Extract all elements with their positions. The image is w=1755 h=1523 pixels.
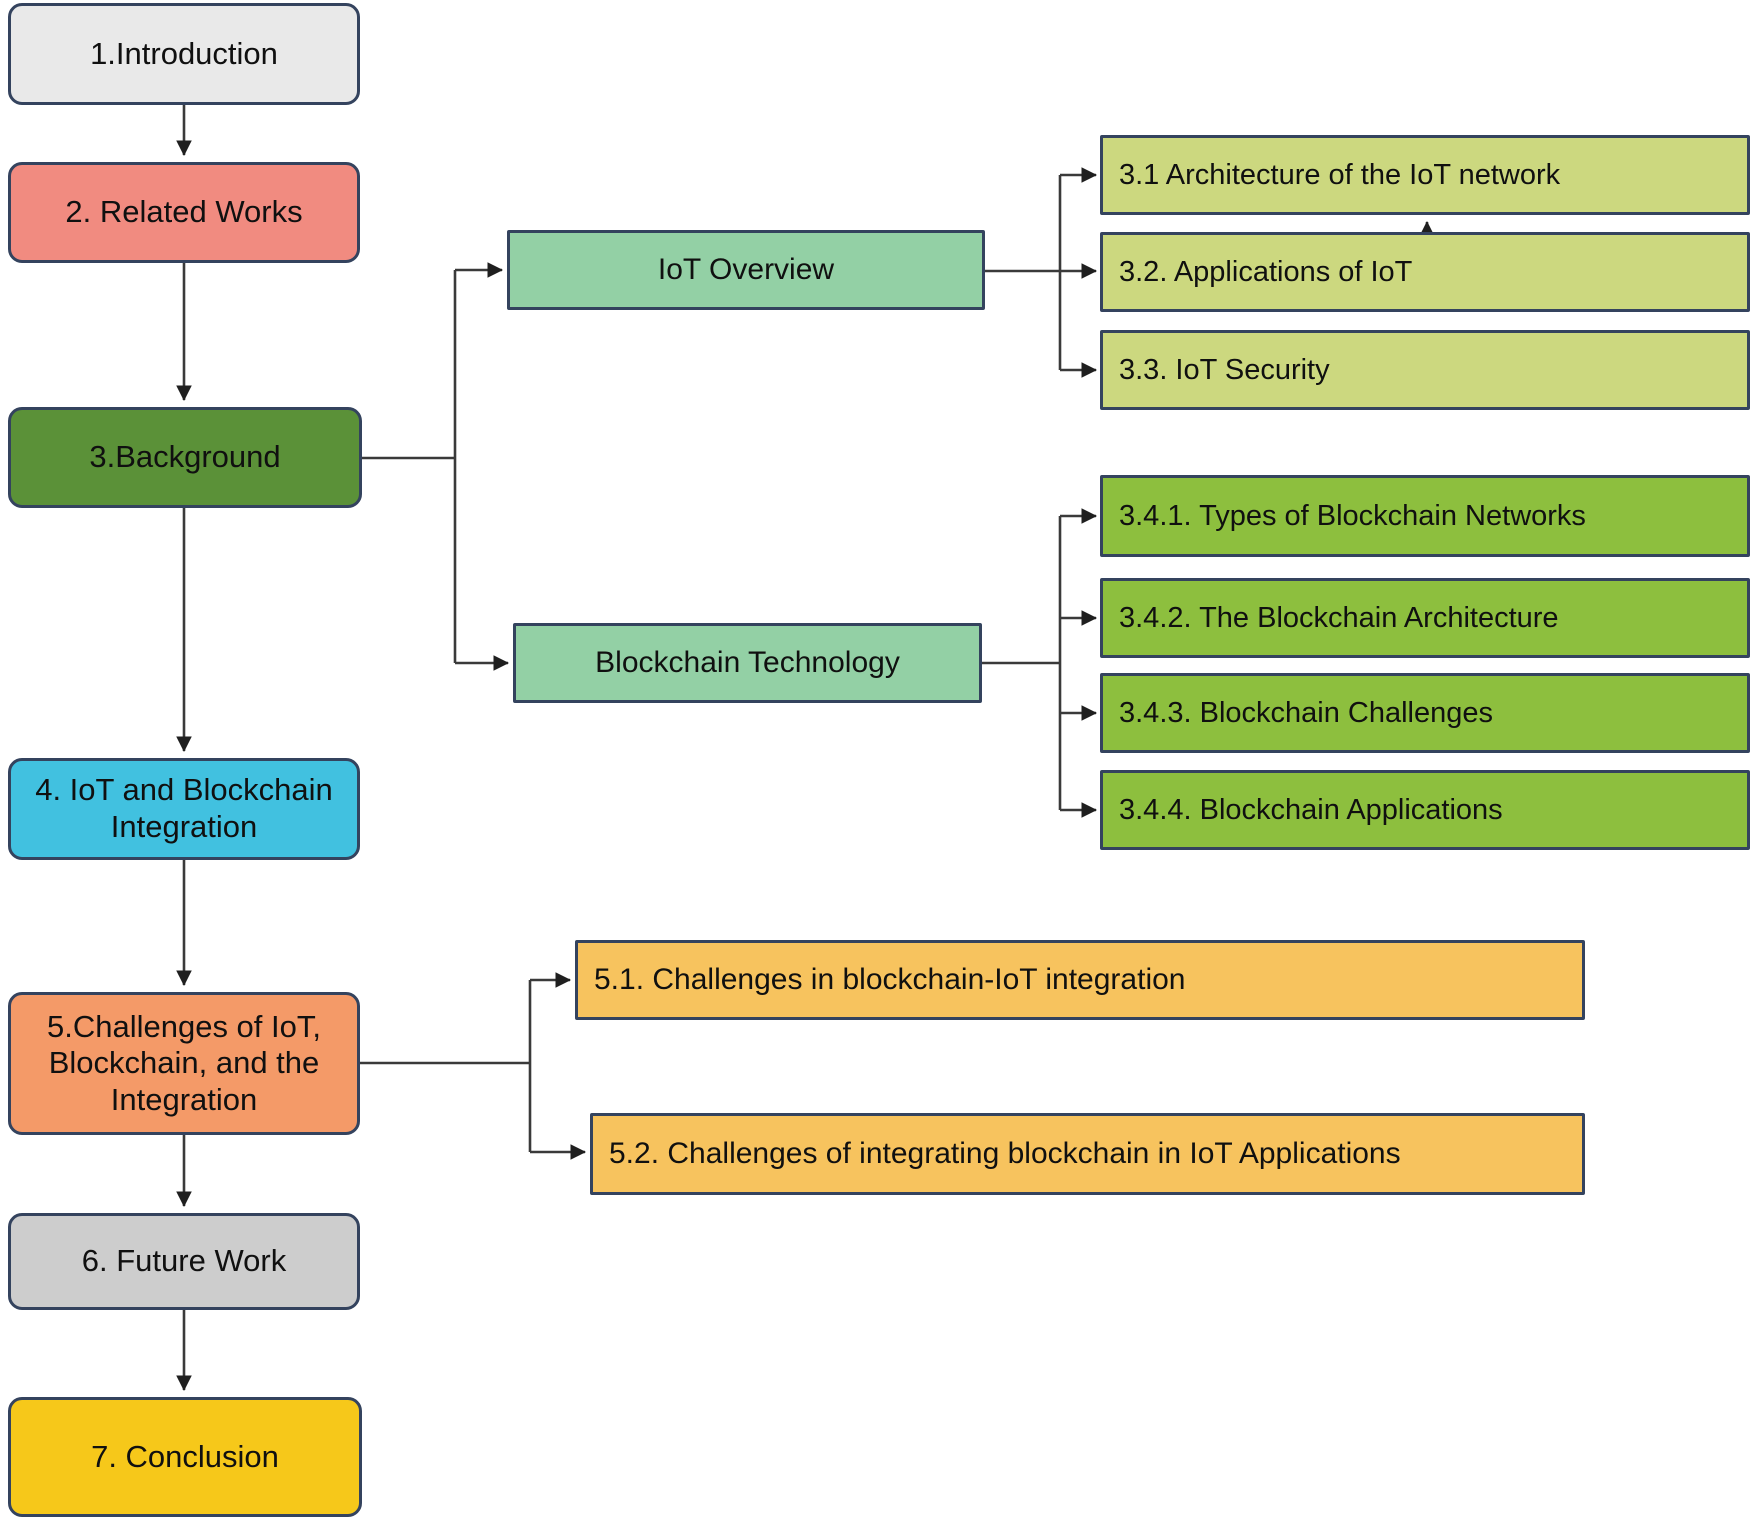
node-3-4-2-architecture: 3.4.2. The Blockchain Architecture [1100, 578, 1750, 658]
node-related-works: 2. Related Works [8, 162, 360, 263]
node-introduction: 1.Introduction [8, 3, 360, 105]
node-challenges: 5.Challenges of IoT, Blockchain, and the… [8, 992, 360, 1135]
node-3-1-architecture: 3.1 Architecture of the IoT network [1100, 135, 1750, 215]
node-5-2-challenges-applications: 5.2. Challenges of integrating blockchai… [590, 1113, 1585, 1195]
node-3-4-3-challenges: 3.4.3. Blockchain Challenges [1100, 673, 1750, 753]
node-3-4-1-types: 3.4.1. Types of Blockchain Networks [1100, 475, 1750, 557]
node-5-1-challenges-integration: 5.1. Challenges in blockchain-IoT integr… [575, 940, 1585, 1020]
node-3-4-4-applications: 3.4.4. Blockchain Applications [1100, 770, 1750, 850]
node-3-2-applications: 3.2. Applications of IoT [1100, 232, 1750, 312]
node-3-3-security: 3.3. IoT Security [1100, 330, 1750, 410]
node-iot-blockchain-integration: 4. IoT and Blockchain Integration [8, 758, 360, 860]
node-blockchain-technology: Blockchain Technology [513, 623, 982, 703]
node-iot-overview: IoT Overview [507, 230, 985, 310]
node-background: 3.Background [8, 407, 362, 508]
node-future-work: 6. Future Work [8, 1213, 360, 1310]
node-conclusion: 7. Conclusion [8, 1397, 362, 1517]
